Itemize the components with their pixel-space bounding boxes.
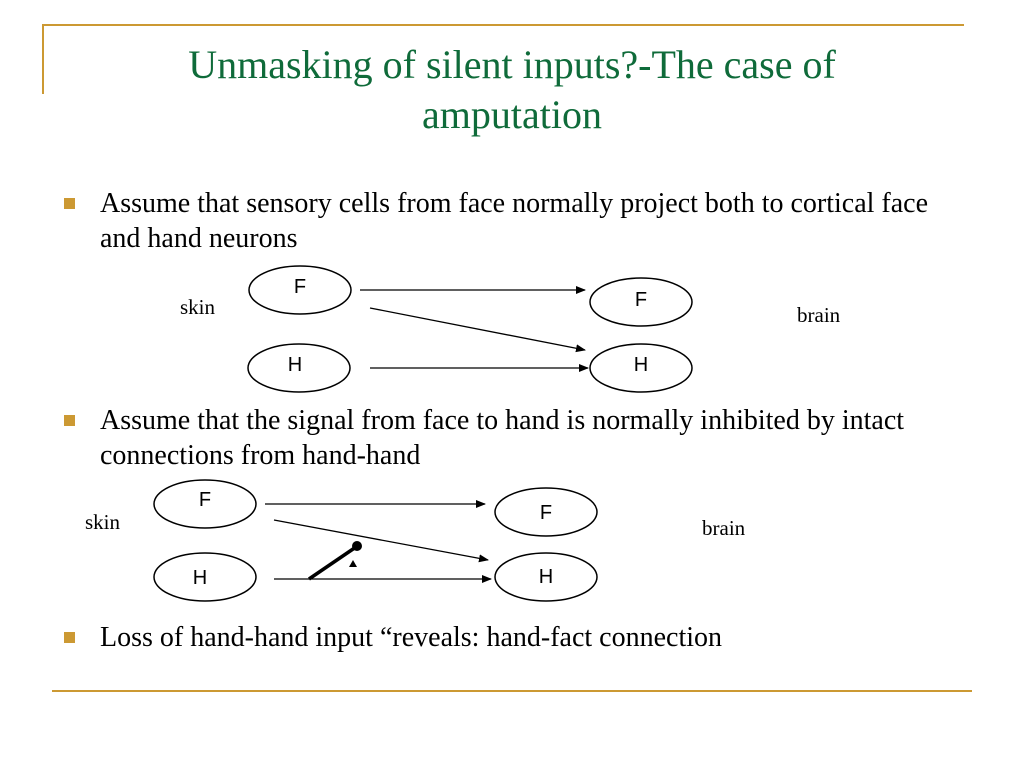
skin-hand-node-label: H — [288, 354, 302, 376]
bullet-2-text: Assume that the signal from face to hand… — [100, 405, 905, 471]
bullet-1-text: Assume that sensory cells from face norm… — [100, 188, 929, 254]
bullet-square-icon — [64, 632, 75, 643]
bullet-3-text: Loss of hand-hand input “reveals: hand-f… — [100, 622, 723, 653]
brain-face-node — [494, 487, 598, 537]
frame-bottom-rule — [52, 690, 972, 692]
skin-hand-node-label: H — [193, 567, 207, 589]
skin-hand-node — [247, 343, 351, 393]
diagram-inhibited-projection: skin brain F H F H — [85, 479, 746, 602]
face-to-hand-arrow — [273, 519, 489, 563]
bullet-square-icon — [64, 198, 75, 209]
skin-hand-node — [153, 552, 257, 602]
inhibition-pointer-icon — [349, 560, 357, 567]
brain-face-node — [589, 277, 693, 327]
brain-label: brain — [797, 303, 841, 327]
skin-label: skin — [85, 510, 121, 534]
skin-face-node-label: F — [199, 489, 211, 511]
bullet-square-icon — [64, 415, 75, 426]
skin-face-node — [153, 479, 257, 529]
brain-hand-node — [494, 552, 598, 602]
skin-face-node — [248, 265, 352, 315]
brain-hand-node-label: H — [539, 566, 553, 588]
brain-face-node-label: F — [540, 502, 552, 524]
slide-title: Unmasking of silent inputs?-The case of … — [188, 42, 836, 137]
diagram-normal-projection: skin brain F H F H — [180, 265, 841, 393]
frame-top-rule — [42, 24, 964, 26]
brain-face-node-label: F — [635, 289, 647, 311]
skin-label: skin — [180, 295, 216, 319]
face-to-hand-arrow — [369, 307, 586, 353]
brain-hand-node — [589, 343, 693, 393]
inhibitory-connection — [308, 545, 357, 581]
brain-label: brain — [702, 516, 746, 540]
inhibitory-synapse-dot — [352, 541, 362, 551]
skin-face-node-label: F — [294, 276, 306, 298]
brain-hand-node-label: H — [634, 354, 648, 376]
frame-left-rule — [42, 24, 44, 94]
